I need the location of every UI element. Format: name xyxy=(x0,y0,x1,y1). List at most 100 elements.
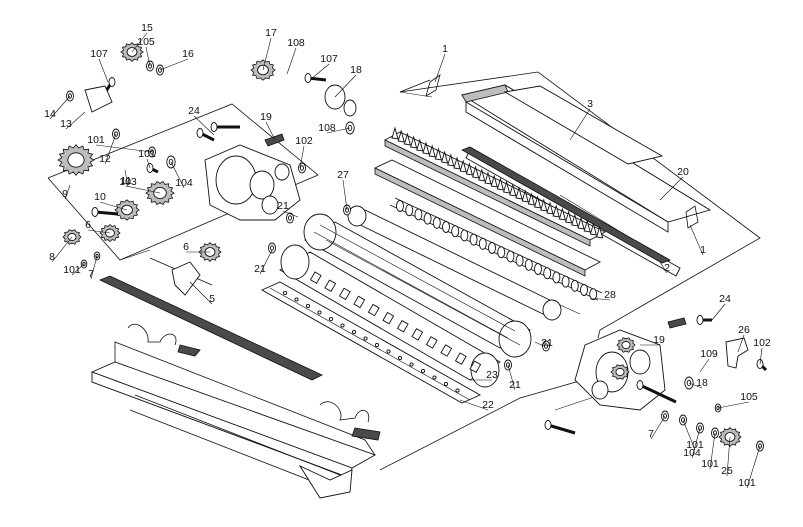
rod-part-2 xyxy=(461,146,671,264)
callout-number: 21 xyxy=(509,379,521,391)
callout-number: 104 xyxy=(683,447,701,459)
screw xyxy=(91,207,119,217)
callout-number: 22 xyxy=(482,399,494,411)
leader-line xyxy=(87,229,111,234)
comb-tooth xyxy=(428,144,436,158)
cage-slot xyxy=(382,311,395,325)
screw xyxy=(636,380,677,404)
callout-number: 101 xyxy=(686,439,704,451)
leader-line xyxy=(682,419,696,451)
leader-line xyxy=(98,58,109,83)
callout-number: 7 xyxy=(648,428,654,440)
spiral-disc xyxy=(405,204,414,217)
left-assembly-frame xyxy=(47,103,319,261)
spiral-discs xyxy=(396,200,598,301)
callout-number: 26 xyxy=(738,324,750,336)
cage-slot xyxy=(353,295,366,309)
comb-tooth xyxy=(478,168,486,182)
callout-number: 21 xyxy=(254,263,266,275)
callout-number: 16 xyxy=(182,48,194,60)
leader-line xyxy=(659,176,684,201)
leader-line xyxy=(507,364,516,391)
plate-hole xyxy=(374,342,380,348)
comb-tooth xyxy=(565,210,573,224)
leader-line xyxy=(759,347,763,365)
comb-tooth xyxy=(558,207,567,221)
callout-number: 107 xyxy=(320,53,338,65)
callout-number: 12 xyxy=(99,153,111,165)
callout-number: 10 xyxy=(94,191,106,203)
spiral-disc xyxy=(552,271,561,284)
leader-line xyxy=(259,249,273,275)
leader-line xyxy=(309,63,330,81)
callout-number: 18 xyxy=(696,377,708,389)
leader-line xyxy=(569,108,591,141)
spiral-disc xyxy=(442,221,450,233)
cage-slot xyxy=(411,328,424,341)
guide-plate-3 xyxy=(460,84,712,233)
callout-number: 3 xyxy=(587,98,593,110)
callout-number: 13 xyxy=(60,118,72,130)
callout-number: 105 xyxy=(137,36,155,48)
cage-slot xyxy=(396,319,409,333)
bracket-part-26 xyxy=(725,337,749,369)
plate-hole xyxy=(443,381,449,387)
plate-hole xyxy=(294,297,299,302)
callout-number: 7 xyxy=(88,268,94,280)
callout-number: 28 xyxy=(604,289,616,301)
plate-22 xyxy=(261,281,481,404)
callout-number: 14 xyxy=(44,108,56,120)
spiral-disc xyxy=(580,284,588,296)
comb-tooth xyxy=(391,126,399,140)
callout-number: 6 xyxy=(85,219,91,231)
leader-line xyxy=(659,261,668,274)
spiral-disc xyxy=(534,263,542,275)
spiral-disc xyxy=(423,212,432,225)
leader-line xyxy=(689,224,704,256)
callout-number: 1 xyxy=(700,244,706,256)
tab-part-19 xyxy=(264,133,687,329)
callout-number: 101 xyxy=(63,264,81,276)
spiral-disc xyxy=(469,233,478,246)
gear xyxy=(57,144,95,176)
leader-lines xyxy=(49,32,763,489)
callout-number: 21 xyxy=(277,200,289,212)
callout-number: 18 xyxy=(350,64,362,76)
washer xyxy=(268,242,276,254)
callout-number: 101 xyxy=(87,134,105,146)
callout-number: 1 xyxy=(442,43,448,55)
cage-slot xyxy=(324,279,337,293)
leader-line xyxy=(726,436,731,477)
callout-number: 2 xyxy=(664,262,670,274)
leader-line xyxy=(146,158,151,169)
spiral-disc xyxy=(589,288,598,301)
leader-line xyxy=(434,53,446,83)
plate-hole xyxy=(328,316,334,322)
callout-number: 24 xyxy=(719,293,731,305)
callout-number: 104 xyxy=(175,177,193,189)
leader-line xyxy=(699,358,710,373)
callout-number: 19 xyxy=(653,334,665,346)
comb-tooth xyxy=(577,216,585,230)
plate-hole xyxy=(409,362,414,367)
leader-line xyxy=(546,345,549,349)
leader-line xyxy=(159,58,189,71)
callout-number: 108 xyxy=(318,122,336,134)
callout-number: 27 xyxy=(337,169,349,181)
plate-holes xyxy=(282,290,460,393)
leader-line xyxy=(90,255,98,280)
bracket-plate-13 xyxy=(84,85,113,113)
cage-slots xyxy=(309,271,482,374)
callout-number: 101 xyxy=(701,458,719,470)
cage-slot xyxy=(309,271,322,284)
cage-slot xyxy=(338,287,351,301)
comb-tooth xyxy=(447,153,455,167)
plate-hole xyxy=(282,290,288,296)
leader-line xyxy=(49,95,71,120)
callout-number: 6 xyxy=(183,241,189,253)
tray-bar xyxy=(98,275,323,381)
washer xyxy=(345,121,355,135)
gear xyxy=(616,337,636,353)
comb-tooth xyxy=(434,147,443,161)
